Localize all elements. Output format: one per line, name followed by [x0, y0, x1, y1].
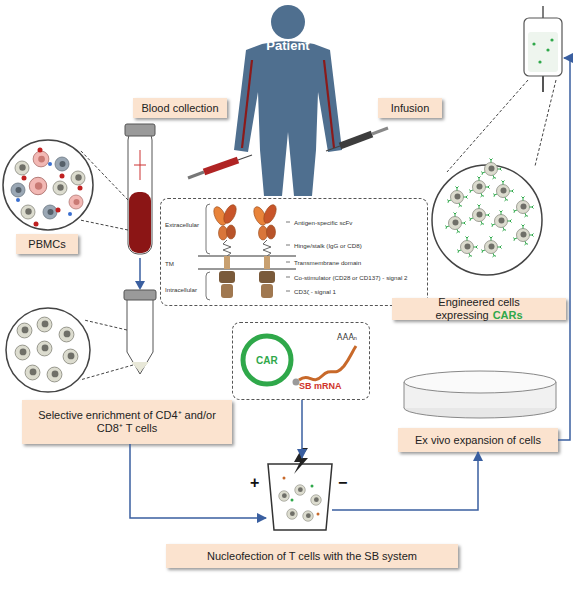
- step-box: Nucleofection of T cells with the SB sys…: [166, 544, 458, 568]
- patient-label: Patient: [258, 36, 318, 54]
- node-text: AAAₙ: [337, 333, 357, 342]
- node-text: Hinge/stalk (IgG or CD8): [294, 242, 362, 249]
- step-box: Infusion: [378, 98, 442, 118]
- step-box: Blood collection: [133, 98, 227, 118]
- flow-arrow: [301, 400, 303, 458]
- node-text: Patient: [266, 38, 309, 53]
- electrode-sign: −: [338, 474, 347, 492]
- node-text: Nucleofection of T cells with the SB sys…: [207, 550, 417, 563]
- step-box: Selective enrichment of CD4⁺ and/or CD8⁺…: [22, 400, 232, 444]
- electrode-sign: +: [250, 474, 259, 492]
- node-text: Co-stimulator (CD28 or CD137) - signal 2: [294, 274, 407, 281]
- node-text: Extracellular: [165, 221, 199, 228]
- step-box: Ex vivo expansion of cells: [398, 428, 558, 452]
- text-row: Engineered cells expressingCARs: [396, 296, 562, 322]
- node-text: CAR: [256, 355, 278, 366]
- step-box: PBMCs: [16, 234, 78, 254]
- car-structure-box: ExtracellularTM Intracellular Antigen-spec…: [160, 198, 428, 306]
- node-text: PBMCs: [28, 238, 65, 251]
- node-text: CD3ζ - signal 1: [294, 288, 336, 295]
- node-text: Selective enrichment of CD4⁺ and/or CD8⁺…: [26, 409, 228, 435]
- step-box: Engineered cells expressingCARs: [392, 298, 566, 320]
- flow-arrow: [130, 444, 266, 518]
- node-text: Ex vivo expansion of cells: [415, 434, 541, 447]
- flow-arrow: [332, 452, 478, 510]
- node-text: Antigen-specific scFv: [294, 219, 352, 226]
- node-text: TM: [165, 260, 174, 267]
- node-text: CARs: [493, 309, 523, 321]
- flow-arrow: [558, 58, 570, 440]
- node-text: Infusion: [391, 102, 430, 115]
- node-text: Intracellular: [165, 286, 197, 293]
- plasmid-box: CAR SB mRNA AAAₙ: [232, 322, 370, 400]
- node-text: Blood collection: [141, 102, 218, 115]
- node-text: SB mRNA: [299, 381, 342, 391]
- node-text: Transmembrane domain: [294, 259, 361, 266]
